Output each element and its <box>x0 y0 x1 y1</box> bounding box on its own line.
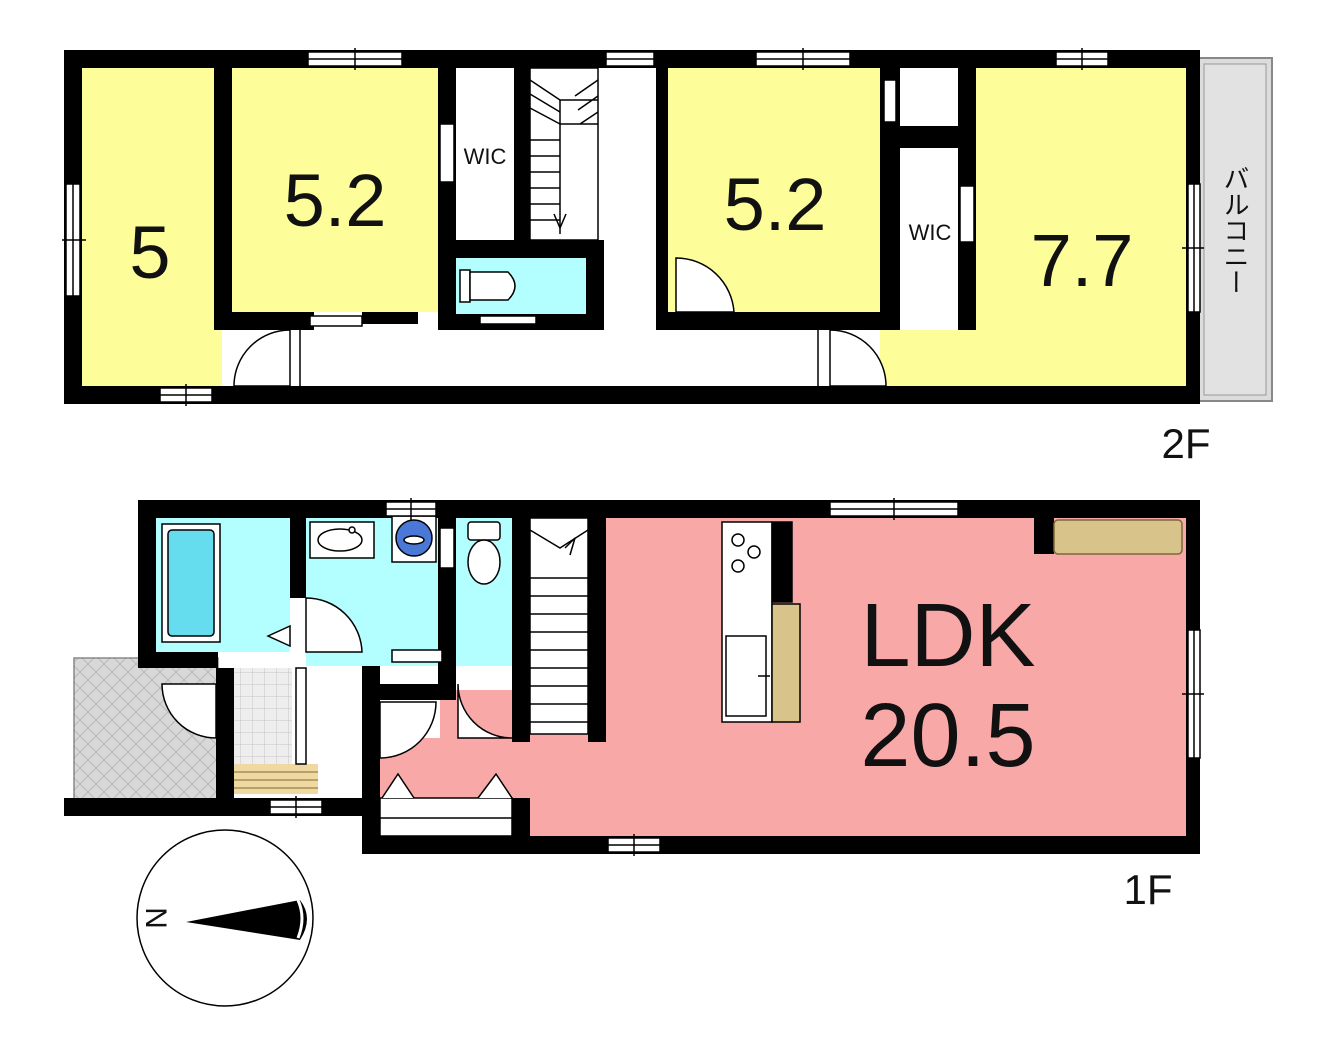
kitchen-counter <box>721 521 801 723</box>
windows-2f <box>62 48 1204 406</box>
floor-2f-label: 2F <box>1161 420 1210 467</box>
cupboard <box>1053 519 1183 555</box>
room-east-extension <box>880 330 976 386</box>
entry-step <box>234 764 318 794</box>
room-north-1-floor <box>232 68 438 312</box>
room-west-floor <box>82 68 222 386</box>
room-north-1-area: 5.2 <box>284 159 387 242</box>
ldk-floor <box>604 518 1186 836</box>
washing-machine <box>391 515 437 563</box>
balcony <box>1197 57 1273 402</box>
doors-2f <box>233 257 887 387</box>
ldk-name: LDK <box>860 586 1035 686</box>
closet-2-label: WIC <box>909 220 952 245</box>
washbasin <box>309 521 375 559</box>
toilet-1f <box>467 521 501 585</box>
windows-1f <box>269 498 1204 856</box>
closet-2-floor <box>900 148 958 308</box>
floor-1f: LDK 20.5 1F <box>64 498 1204 913</box>
ldk-area: 20.5 <box>860 686 1035 786</box>
room-north-2-area: 5.2 <box>724 163 827 246</box>
stairs-1f <box>529 517 589 735</box>
balcony-label: バルコニー <box>1220 165 1250 295</box>
compass-north-label: N <box>139 907 172 929</box>
room-east-floor <box>976 68 1186 386</box>
compass: N <box>136 829 314 1007</box>
bathtub <box>161 523 221 643</box>
doors-1f <box>161 597 513 765</box>
floor-2f: 5 5.2 5.2 7.7 WIC WIC バルコニー 2F <box>62 48 1273 467</box>
room-east-area: 7.7 <box>1031 219 1134 302</box>
floor-1f-label: 1F <box>1123 866 1172 913</box>
stairs-2f <box>529 67 599 241</box>
toilet-2f <box>459 269 516 303</box>
closet-1-floor <box>456 68 514 240</box>
room-west-area: 5 <box>129 211 170 294</box>
closet-1-label: WIC <box>464 144 507 169</box>
entry-tile <box>234 668 292 764</box>
shoe-cabinet <box>379 772 513 837</box>
